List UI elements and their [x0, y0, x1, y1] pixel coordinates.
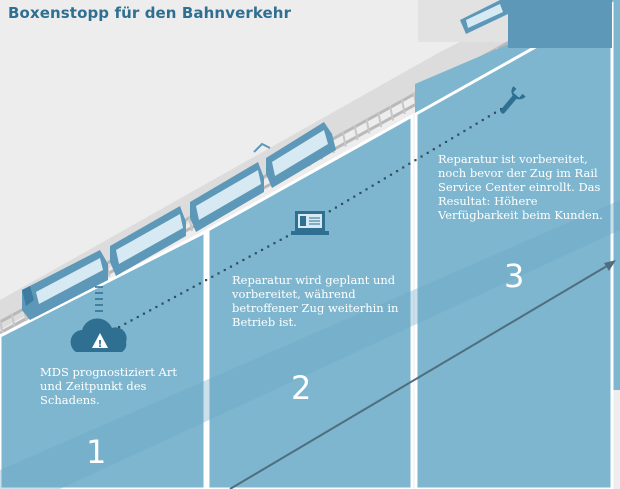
panel-2 — [206, 113, 414, 489]
distant-train — [460, 0, 508, 34]
step-2-number: 2 — [291, 369, 312, 407]
signal-waves — [95, 286, 103, 312]
floor-shade — [0, 200, 620, 489]
laptop-icon — [291, 211, 329, 235]
wrench-icon — [500, 86, 526, 114]
svg-text:!: ! — [98, 339, 103, 350]
rail-service-center-block — [508, 0, 612, 48]
step-1-number: 1 — [86, 433, 107, 471]
step-3-number: 3 — [504, 257, 525, 295]
step-1-text: MDS prognostiziert Art und Zeitpunkt des… — [40, 365, 177, 407]
train — [22, 122, 336, 320]
step-3-text: Reparatur ist vorbereitet, noch bevor de… — [438, 152, 603, 222]
cloud-warning-icon: ! — [70, 318, 127, 352]
panel-1 — [0, 229, 207, 489]
timeline-arrow — [229, 260, 616, 489]
page-title: Boxenstopp für den Bahnverkehr — [8, 4, 292, 22]
step-2-text: Reparatur wird geplant und vorbereitet, … — [232, 273, 399, 329]
